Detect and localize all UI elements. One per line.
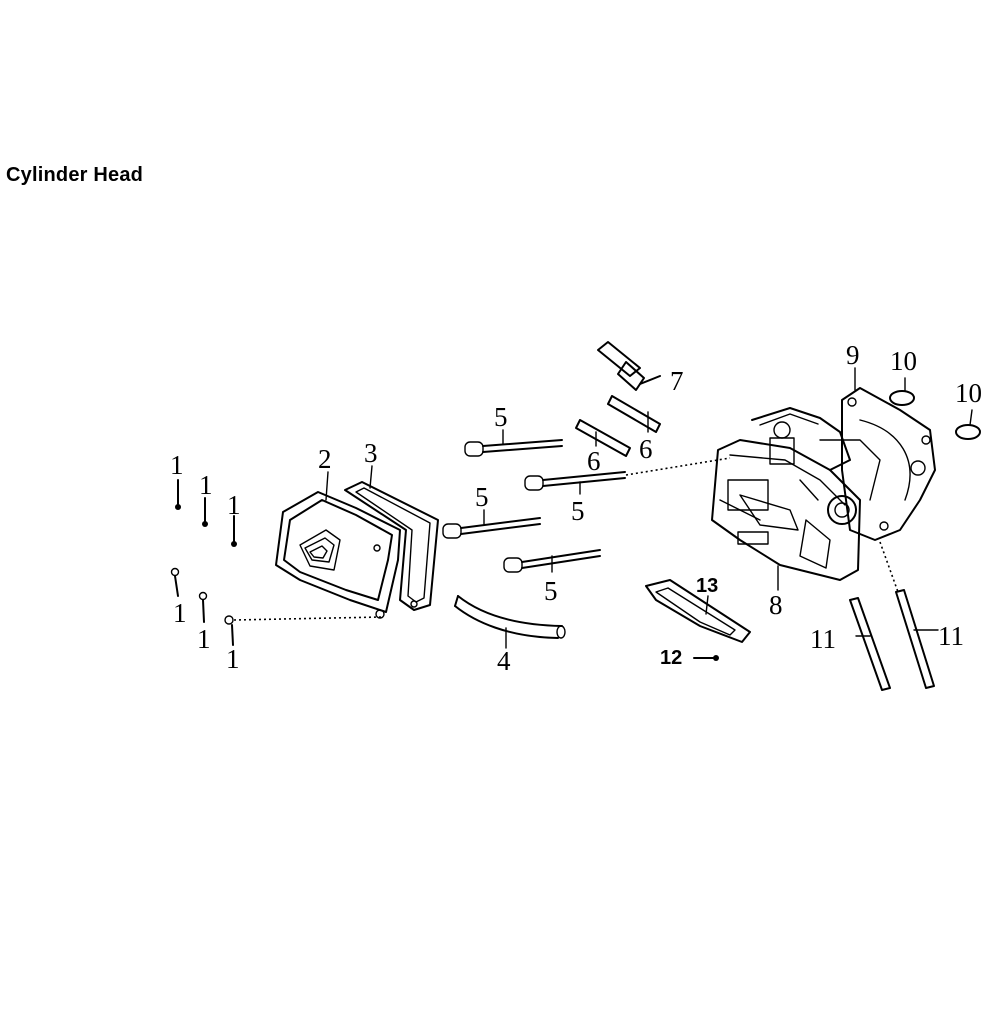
callout-1: 1	[199, 470, 213, 500]
callout-1: 1	[173, 598, 187, 628]
callout-6: 6	[587, 446, 601, 476]
callout-1: 1	[226, 644, 240, 674]
callout-5: 5	[475, 482, 489, 512]
callout-13: 13	[696, 575, 718, 597]
head-bolt-part-5	[442, 439, 626, 573]
bolt-part-12	[693, 655, 719, 661]
long-stud-part-11	[849, 589, 935, 691]
callout-1: 1	[227, 490, 241, 520]
callout-5: 5	[544, 576, 558, 606]
leader-lines	[325, 367, 939, 649]
callout-11: 11	[810, 624, 836, 654]
cylinder-head-part-8	[711, 407, 881, 581]
callout-10: 10	[890, 346, 917, 376]
callout-4: 4	[497, 646, 511, 676]
leader-dotted-1	[233, 616, 383, 621]
callout-2: 2	[318, 444, 332, 474]
callout-1: 1	[170, 450, 184, 480]
callout-12: 12	[660, 647, 682, 669]
callout-7: 7	[670, 366, 684, 396]
bolt-part-1	[170, 479, 237, 646]
valve-cover-part-2	[275, 491, 401, 619]
callout-10: 10	[955, 378, 982, 408]
callout-6: 6	[639, 434, 653, 464]
callout-3: 3	[364, 438, 378, 468]
page-title: Cylinder Head	[6, 164, 144, 186]
head-gasket-part-9	[841, 387, 936, 541]
callout-1: 1	[197, 624, 211, 654]
stud-part-6	[575, 395, 661, 457]
breather-tube-part-4	[454, 595, 566, 639]
callout-numbers: 1 1 1 1 1 1 2 3 4 5 5 5 5 6 6 7 8 9 10 1…	[170, 340, 982, 676]
gasket-part-3	[344, 481, 439, 611]
callout-8: 8	[769, 590, 783, 620]
callout-11: 11	[938, 621, 964, 651]
dowel-pin-part-10	[889, 377, 981, 440]
guide-plate-part-13	[645, 579, 751, 643]
callout-5: 5	[571, 496, 585, 526]
callout-5: 5	[494, 402, 508, 432]
spark-plug-part-7	[597, 341, 661, 391]
callout-9: 9	[846, 340, 860, 370]
leader-dotted-9	[879, 541, 899, 593]
